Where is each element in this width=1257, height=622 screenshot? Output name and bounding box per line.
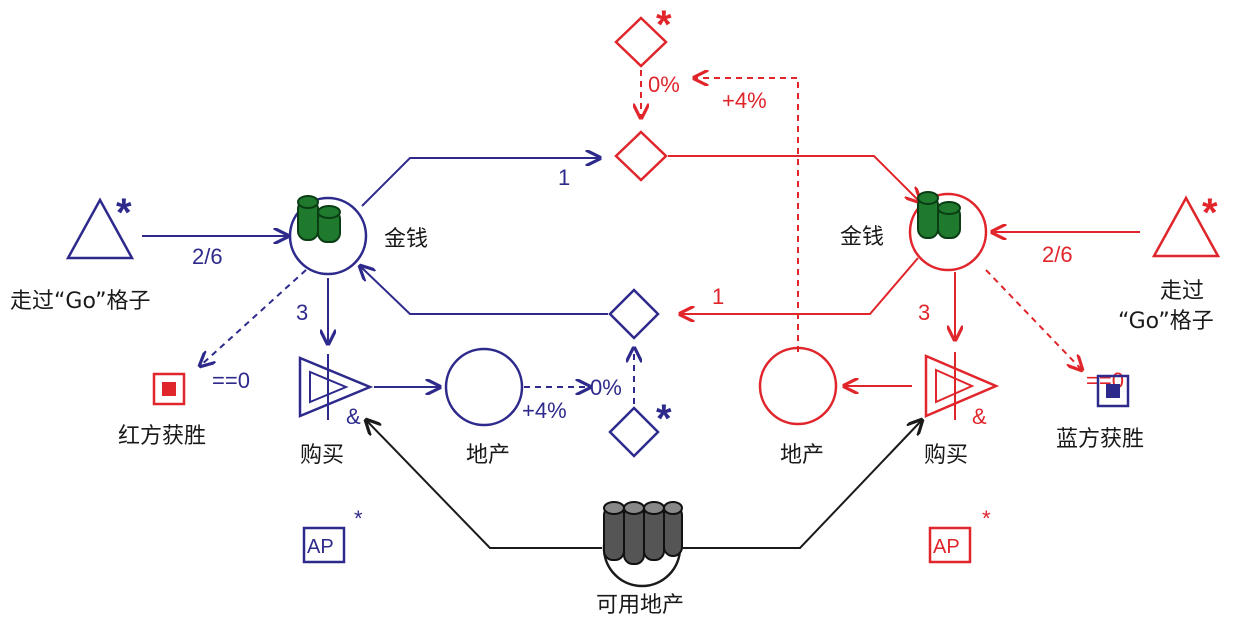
red-rent-start-label: 0%	[648, 72, 680, 97]
blue-gate-star: *	[656, 397, 672, 441]
blue-ap-label: AP	[307, 536, 334, 558]
blue-wins-label: 蓝方获胜	[1056, 427, 1144, 452]
blue-buy-converter	[298, 354, 374, 420]
blue-pass-go-label: 走过“Go”格子	[10, 289, 151, 314]
red-property-label: 地产	[780, 443, 824, 468]
red-wins-end-icon	[162, 382, 176, 396]
blue-coins-icon	[297, 195, 341, 243]
red-money-to-blue-gate-arrow	[680, 257, 919, 314]
blue-lose-condition-label: ==0	[212, 368, 250, 393]
blue-property-label: 地产	[466, 443, 510, 468]
available-property-label: 可用地产	[596, 593, 684, 618]
red-property-pool	[758, 346, 838, 426]
blue-buy-cost-label: 3	[296, 300, 308, 325]
red-money-label: 金钱	[840, 225, 884, 250]
red-rent-mod-label: +4%	[722, 88, 767, 113]
red-money-pool	[908, 192, 988, 272]
red-buy-label: 购买	[924, 443, 968, 468]
red-ap-star: *	[982, 506, 991, 531]
blue-money-pool	[288, 196, 368, 276]
available-to-blue-buy-arrow	[366, 420, 602, 549]
red-pass-go-source-icon	[1151, 195, 1221, 258]
blue-rent-mod-label: +4%	[522, 398, 567, 423]
red-rent-label: 1	[712, 284, 724, 309]
blue-pass-go-source-icon	[65, 197, 135, 260]
red-ap-label: AP	[933, 536, 960, 558]
red-rent-to-money-arrow	[668, 155, 920, 202]
red-pass-go-label-1: 走过	[1160, 279, 1204, 304]
available-to-red-buy-arrow	[682, 420, 922, 549]
blue-wins-end-icon	[1106, 384, 1120, 398]
blue-wins-end-node	[1096, 374, 1130, 408]
blue-rent-gate	[608, 288, 660, 340]
blue-rent-start-label: 0%	[590, 375, 622, 400]
red-buy-converter	[924, 352, 1000, 420]
red-rent-source-gate	[614, 16, 668, 68]
blue-and-symbol: &	[346, 404, 361, 429]
blue-rent-source-gate	[608, 406, 660, 458]
blue-rent-return-arrow	[360, 266, 608, 315]
red-coins-icon	[917, 191, 961, 239]
red-income-label: 2/6	[1042, 242, 1073, 267]
available-property-coins-icon	[603, 501, 683, 565]
red-pass-go-label-2: “Go”格子	[1118, 309, 1214, 334]
red-ap-box	[928, 526, 972, 564]
red-rent-gate	[614, 130, 668, 182]
blue-money-label: 金钱	[384, 227, 428, 252]
red-wins-label: 红方获胜	[118, 424, 206, 449]
blue-lose-condition-arrow	[200, 269, 307, 366]
blue-money-to-rent-gate	[361, 158, 600, 207]
blue-buy-label: 购买	[300, 443, 344, 468]
blue-rent-label: 1	[558, 165, 570, 190]
red-source-star: *	[1202, 191, 1218, 235]
red-rent-modifier-arrow	[694, 78, 799, 352]
blue-ap-star: *	[354, 506, 363, 531]
blue-ap-box	[302, 526, 346, 564]
red-gate-star: *	[656, 3, 672, 47]
red-wins-end-node	[152, 372, 186, 406]
red-buy-cost-label: 3	[918, 300, 930, 325]
blue-property-pool	[444, 347, 524, 427]
red-lose-condition-arrow	[985, 269, 1082, 370]
red-and-symbol: &	[972, 404, 987, 429]
blue-income-label: 2/6	[192, 244, 223, 269]
blue-source-star: *	[116, 191, 132, 235]
